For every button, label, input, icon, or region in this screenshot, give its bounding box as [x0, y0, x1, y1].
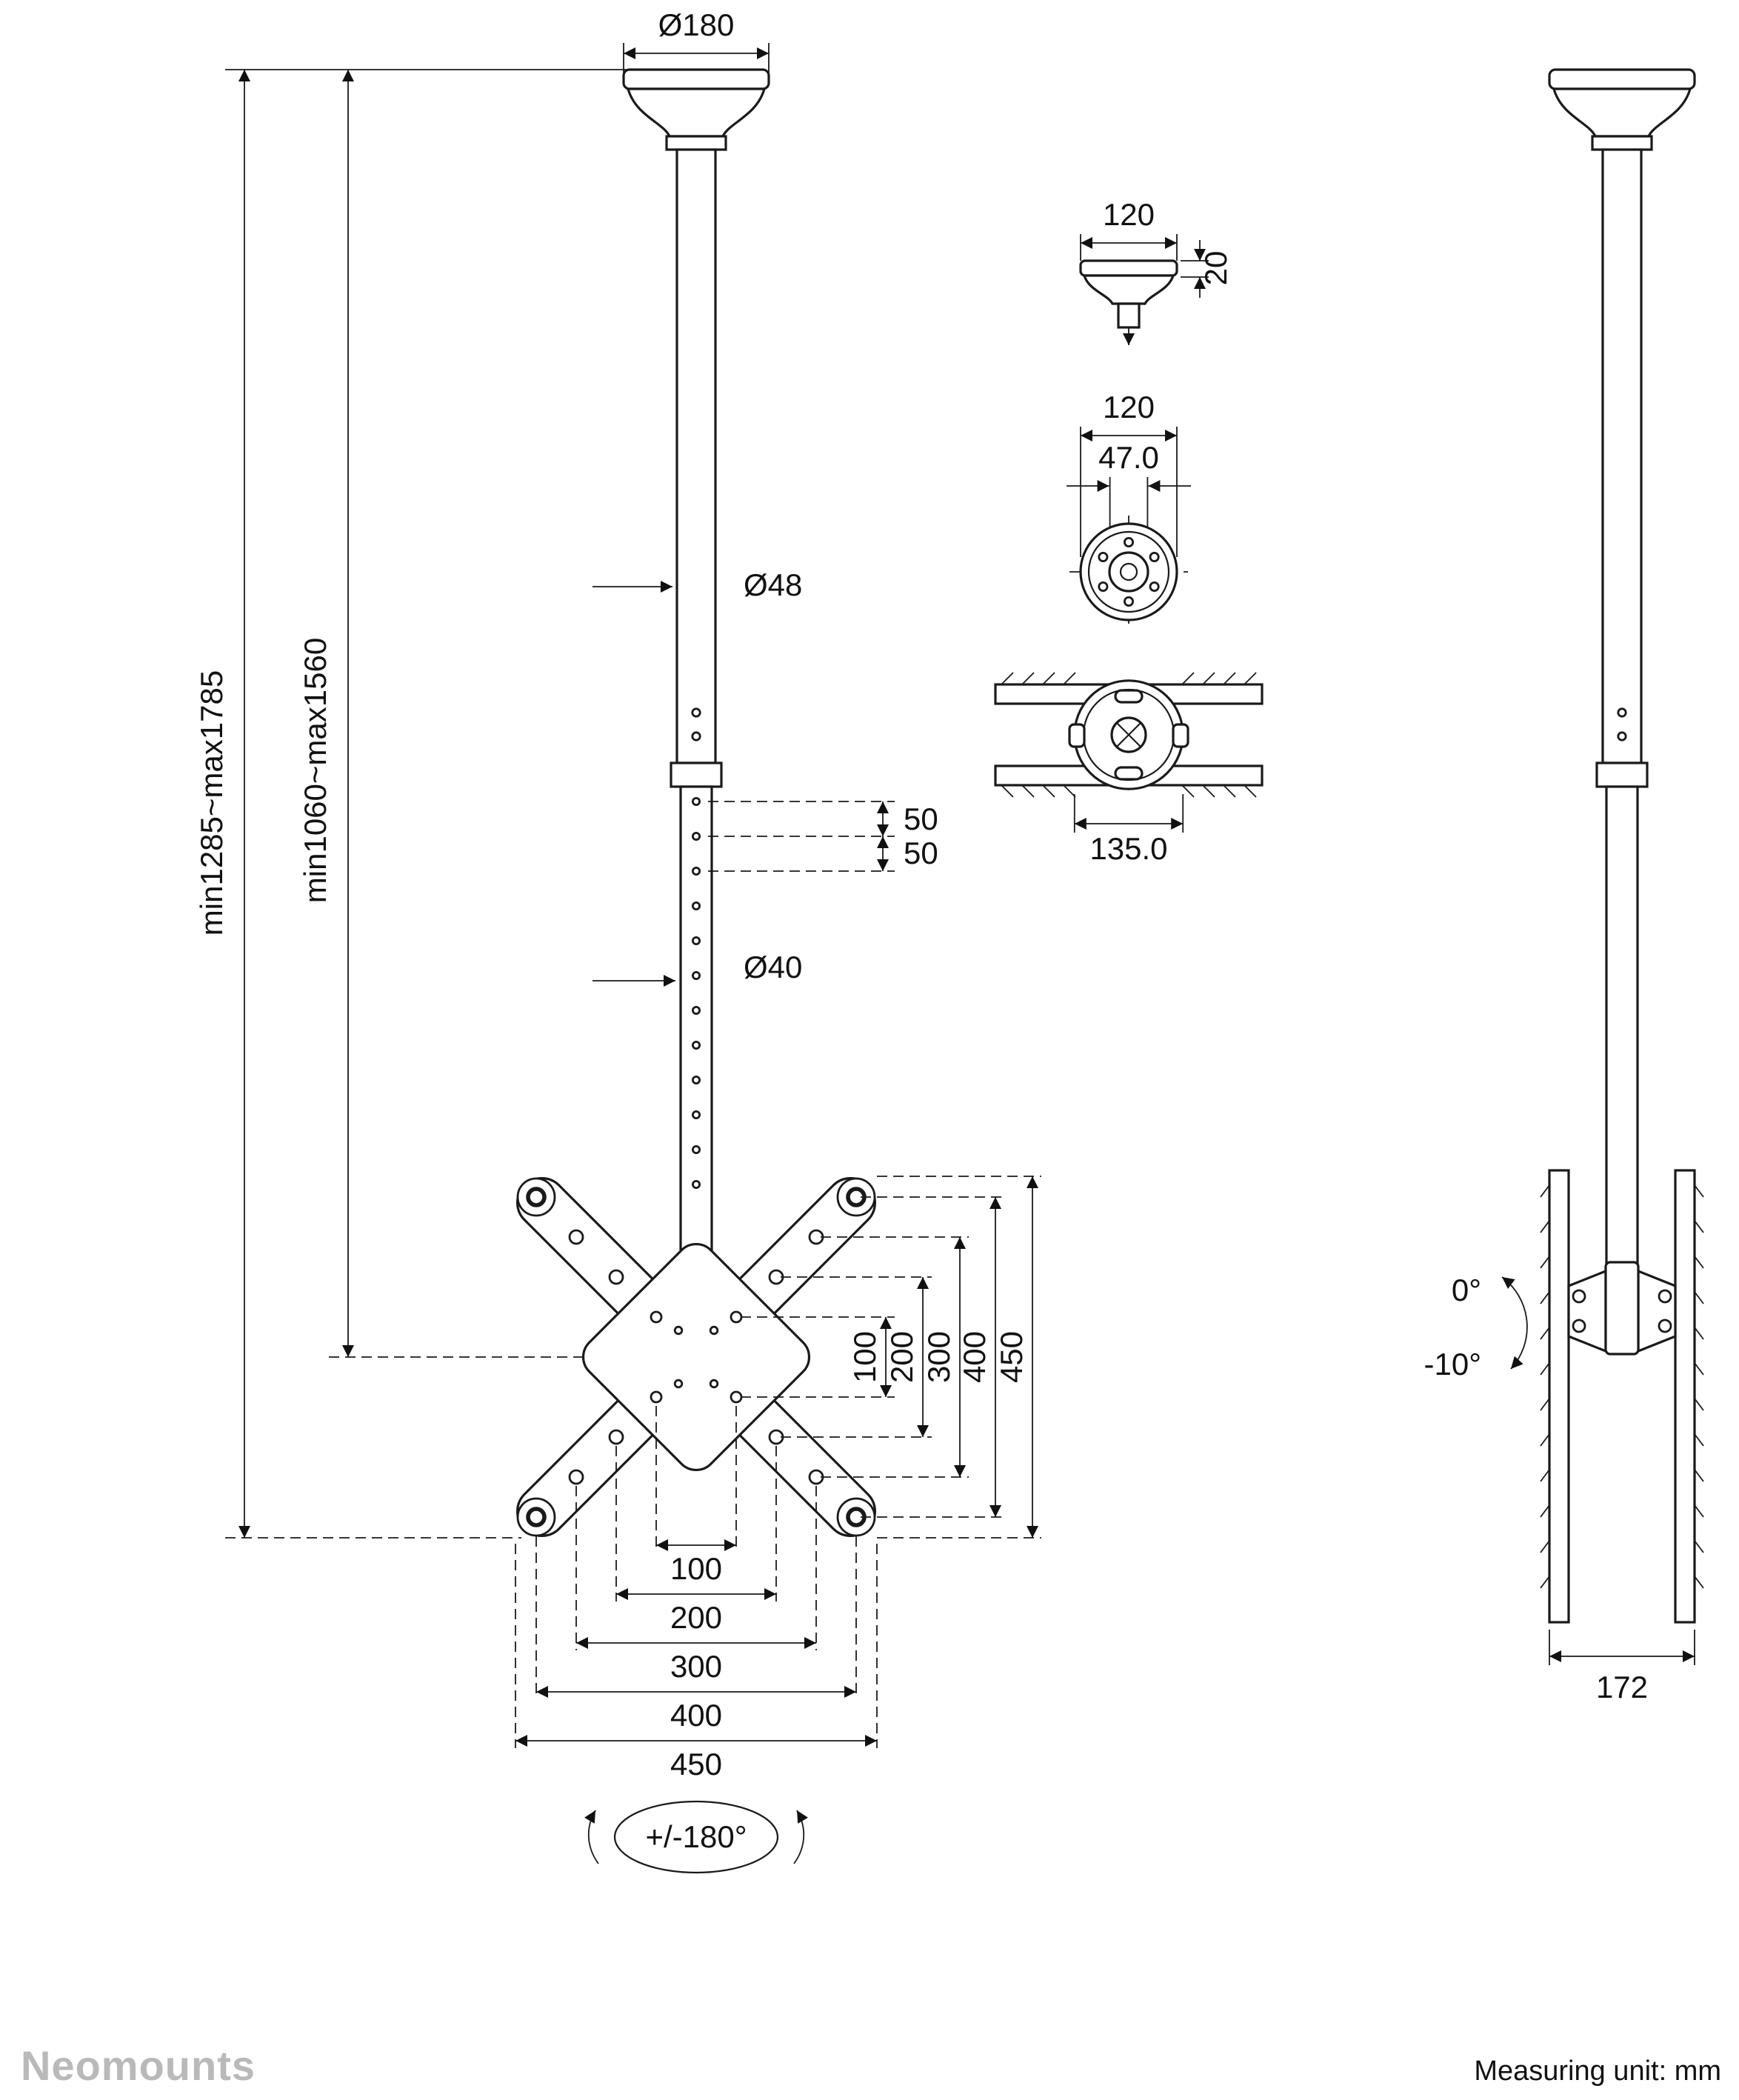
detail-views: 120 20 120 47.0	[994, 197, 1264, 866]
tv-rails-side	[1540, 1169, 1704, 1624]
plate-height-label: 20	[1198, 251, 1233, 286]
hub-bottom-view: 135.0	[994, 672, 1264, 866]
swivel-range-label: +/-180°	[645, 1819, 747, 1854]
hatching-bottom	[1001, 784, 1257, 798]
vesa-v-300-label: 300	[921, 1331, 956, 1383]
hole-pitch-top-label: 50	[904, 801, 938, 836]
plate-top-view: 120 47.0	[1067, 390, 1191, 628]
dim-vesa-horizontal: 100 200 300 400 450	[515, 1406, 878, 1781]
vesa-h-450-label: 450	[670, 1747, 722, 1781]
plate-width-label: 120	[1103, 197, 1155, 232]
dim-depth: 172	[1549, 1630, 1695, 1704]
plate-diameter-label: Ø180	[658, 7, 735, 42]
vesa-v-450-label: 450	[994, 1331, 1029, 1383]
vesa-h-200-label: 200	[670, 1600, 722, 1635]
vesa-v-400-label: 400	[957, 1331, 992, 1383]
vesa-bracket	[515, 1176, 877, 1538]
total-height-label: min1285~max1785	[194, 670, 229, 936]
tilt-min-label: -10°	[1424, 1347, 1482, 1381]
flange-width-label: 120	[1103, 390, 1155, 424]
tilt-annotation: 0° -10°	[1424, 1273, 1528, 1381]
tilt-max-label: 0°	[1452, 1273, 1481, 1307]
lower-pole-front	[679, 785, 713, 1277]
hole-pitch-bottom-label: 50	[904, 836, 938, 870]
dim-upper-pole-diameter: Ø48	[593, 567, 802, 602]
vesa-v-200-label: 200	[884, 1331, 919, 1383]
rail-hatching-right	[1694, 1184, 1704, 1589]
dim-inner-height: min1060~max1560	[298, 70, 585, 1358]
vesa-v-100-label: 100	[847, 1331, 882, 1383]
swivel-annotation: +/-180°	[584, 1800, 808, 1874]
ceiling-plate-front	[622, 68, 770, 151]
vesa-h-100-label: 100	[670, 1551, 722, 1586]
dim-plate-diameter: Ø180	[623, 7, 770, 77]
upper-pole-diameter-label: Ø48	[744, 567, 802, 602]
side-view: 0° -10° 172	[1424, 68, 1704, 1704]
front-view: Ø180 min1285~max1785 min1060~max1560	[194, 7, 1041, 1874]
vesa-h-400-label: 400	[670, 1698, 722, 1733]
hub-diameter-label: 135.0	[1089, 831, 1167, 866]
dim-total-height: min1285~max1785	[194, 69, 628, 1539]
brand-logo: Neomounts	[21, 2042, 256, 2089]
rail-hatching-left	[1540, 1184, 1550, 1589]
dim-lower-pole-diameter: Ø40	[593, 950, 802, 987]
pole-side	[1595, 148, 1649, 1276]
measuring-unit-label: Measuring unit: mm	[1474, 2056, 1721, 2087]
pipe-bore-label: 47.0	[1098, 440, 1159, 475]
depth-label: 172	[1596, 1670, 1648, 1704]
hatching-top	[1001, 672, 1257, 685]
dim-vesa-vertical: 100 200 300 400 450	[741, 1176, 1041, 1539]
lower-pole-diameter-label: Ø40	[744, 950, 802, 984]
upper-pole-front	[670, 148, 723, 788]
hinge-side	[1567, 1261, 1677, 1356]
footer: Neomounts Measuring unit: mm	[21, 2042, 1721, 2089]
inner-height-label: min1060~max1560	[298, 638, 333, 903]
ceiling-plate-side	[1548, 68, 1696, 151]
dim-hole-pitch: 50 50	[708, 801, 938, 872]
plate-profile-view: 120 20	[1079, 197, 1233, 345]
vesa-h-300-label: 300	[670, 1649, 722, 1684]
